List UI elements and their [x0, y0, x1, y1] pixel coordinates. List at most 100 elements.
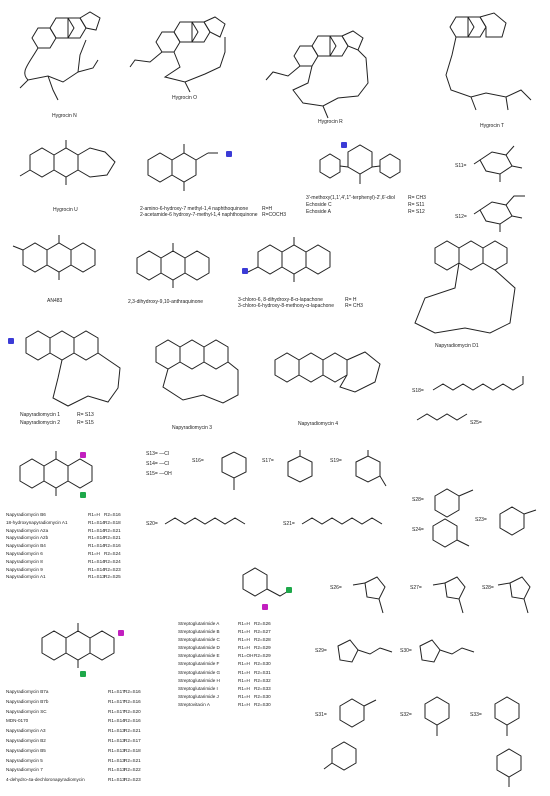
an483-label: AN483 [47, 298, 63, 304]
s31-label: S31= [315, 712, 327, 718]
an483-structure [12, 235, 96, 280]
r1-highlight [80, 452, 86, 458]
s24-label: S24= [412, 527, 424, 533]
terphenyl-name-3: Echoside A [306, 209, 332, 215]
s18-label: S18= [412, 388, 424, 394]
r2-highlight [80, 492, 86, 498]
r-group-highlight [242, 268, 248, 274]
s27-ring [432, 576, 466, 614]
hygrocin-r-label: Hygrocin R [318, 119, 343, 125]
r-group-highlight [226, 151, 232, 157]
terphenyl-sub-1: R= CH3 [408, 195, 426, 201]
hygrocin-t-structure [445, 12, 532, 111]
napyradiomycin-2-sub: R= S15 [77, 420, 94, 426]
s26-label: S26= [330, 585, 342, 591]
terphenyl-structure [319, 144, 401, 184]
terphenyl-name-2: Echoside C [306, 202, 332, 208]
s25-side-chain [416, 413, 468, 421]
s19-ring [355, 450, 387, 487]
sugar-s12-structure [473, 195, 525, 232]
s17-ring [287, 450, 313, 483]
napyradiomycin-d1-structure [414, 240, 516, 334]
s13-label: S13= —Cl [146, 451, 169, 457]
r2-highlight [80, 671, 86, 677]
s16-label: S16= [192, 458, 204, 464]
s30-label: S30= [400, 648, 412, 654]
hygrocin-t-label: Hygrocin T [480, 123, 505, 129]
napyradiomycin-1-name: Napyradiomycin 1 [20, 412, 61, 418]
hygrocin-r-structure [265, 30, 369, 119]
hygrocin-u-structure [19, 140, 116, 185]
napyradiomycin-b6-core-structure [19, 451, 93, 496]
s21-side-chain [301, 517, 383, 525]
s29-ring [337, 639, 393, 663]
s32-label: S32= [400, 712, 412, 718]
r2-highlight [286, 587, 292, 593]
naphthoquinone-sub-1: R=H [262, 206, 273, 212]
hygrocin-o-structure [129, 16, 226, 93]
napyradiomycin-3-label: Napyradiomycin 3 [172, 425, 213, 431]
anthraquinone-label: 2,3-dihydroxy-9,10-anthraquinone [128, 299, 204, 305]
s28-label: S28= [412, 497, 424, 503]
lapachone-sub-2: R= CH3 [345, 303, 363, 309]
s24-ring [432, 518, 470, 548]
s29-label: S29= [315, 648, 327, 654]
napyradiomycin-3-structure [155, 339, 239, 404]
terphenyl-name-1: 3'-methoxy(1,1',4',1''-terphenyl)-2',6'-… [306, 195, 395, 201]
napyradiomycin-2-name: Napyradiomycin 2 [20, 420, 61, 426]
sugar-s11-structure [473, 145, 523, 182]
napyradiomycin-1-sub: R= S13 [77, 412, 94, 418]
s33-label: S33= [470, 712, 482, 718]
s20-label: S20= [146, 521, 158, 527]
r-group-highlight [341, 142, 347, 148]
sugar-s12-label: S12= [455, 214, 467, 220]
napyradiomycin-d1-label: Napyradiomycin D1 [435, 343, 479, 349]
napyradiomycin-4-label: Napyradiomycin 4 [298, 421, 339, 427]
sugar-s11-label: S11= [455, 163, 467, 169]
s25-label: S25= [470, 420, 482, 426]
s30-ring [419, 639, 475, 663]
s15-label: S15= —OH [146, 471, 172, 477]
s20-side-chain [164, 517, 246, 525]
lapachone-name-2: 3-chloro-6-hydroxy-8-methoxy-α-lapachone [238, 303, 334, 309]
s28-ring [434, 488, 474, 518]
napyradiomycin-b7-core-structure [41, 623, 115, 668]
naphthoquinone-sub-2: R=COCH3 [262, 212, 287, 218]
lapachone-name-1: 3-chloro-6, 8-dihydroxy-8-α-lapachone [238, 297, 323, 303]
s28-label-b: S28= [482, 585, 494, 591]
s31-ring-b [323, 741, 357, 771]
s26-ring [352, 576, 386, 614]
r1-highlight [118, 630, 124, 636]
s23-label: S23= [475, 517, 487, 523]
naphthoquinone-structure [147, 144, 218, 191]
s33-ring [494, 696, 520, 736]
napyradiomycin-4-structure [274, 351, 381, 393]
s28-ring-b [497, 576, 531, 614]
